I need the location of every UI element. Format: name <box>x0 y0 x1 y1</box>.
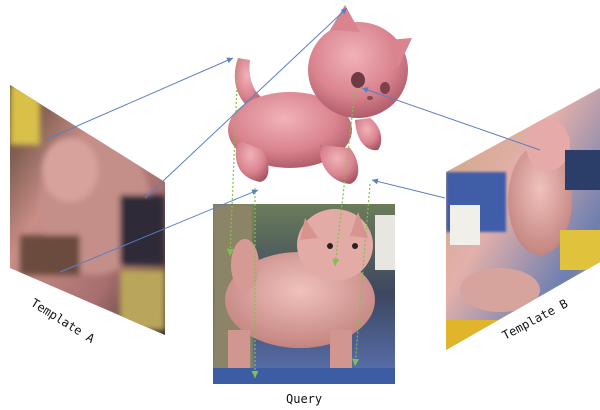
query-image <box>213 204 395 384</box>
arrow-q-eye <box>332 89 356 267</box>
arrow-a-tail <box>44 57 234 141</box>
arrow-b-eye <box>361 87 541 151</box>
arrow-b-paw <box>371 178 446 199</box>
template-a-label: Template A <box>28 296 97 347</box>
query-label: Query <box>286 392 322 406</box>
arrow-a-ear <box>144 7 348 199</box>
template-b-image <box>446 88 600 350</box>
arrow-q-leg-right <box>352 183 371 367</box>
template-a-image <box>10 85 165 335</box>
blue-correspondence-arrows <box>44 7 541 273</box>
green-correspondence-arrows <box>226 61 371 378</box>
arrow-q-tail <box>226 61 239 257</box>
3d-cat-model <box>228 5 412 184</box>
arrow-a-leg <box>59 189 259 273</box>
